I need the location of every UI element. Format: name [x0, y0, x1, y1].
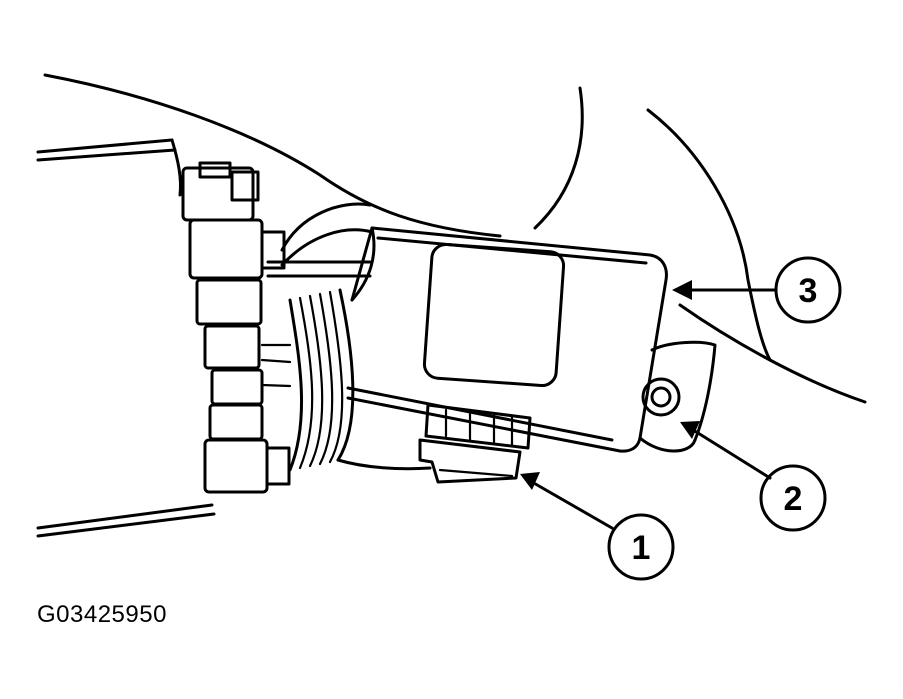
left-bracket — [36, 138, 216, 538]
callout-3: 3 — [774, 256, 842, 324]
leader-lines — [520, 280, 778, 530]
module-body — [346, 226, 668, 453]
body-panel-lines — [43, 73, 867, 404]
wire-bundle — [266, 202, 432, 472]
module-connector — [418, 403, 532, 484]
figure-id: G03425950 — [37, 601, 167, 628]
callout-3-label: 3 — [799, 272, 818, 310]
mounting-bracket — [638, 340, 717, 453]
callout-1: 1 — [607, 513, 675, 581]
callout-2-label: 2 — [784, 480, 803, 518]
harness-connectors — [181, 161, 292, 494]
callout-1-label: 1 — [632, 529, 651, 567]
callout-2: 2 — [759, 464, 827, 532]
